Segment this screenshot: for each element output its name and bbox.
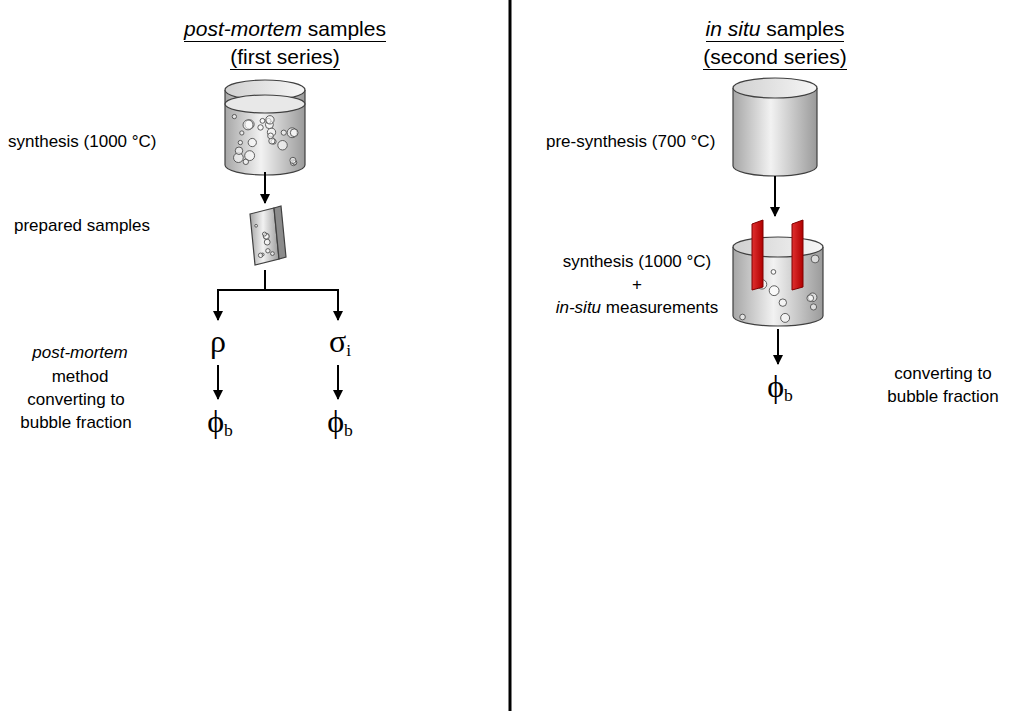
flow-arrows <box>775 176 778 364</box>
label-text: converting to <box>894 364 991 383</box>
step-label: prepared samples <box>14 217 150 236</box>
label-text: post-mortem <box>32 343 127 362</box>
label-text: converting to <box>27 390 124 409</box>
quantity-symbol: ρ <box>210 324 226 359</box>
heading-word: (first series) <box>230 45 340 68</box>
pre-synthesis-crucible <box>733 78 817 176</box>
symbol: σ <box>329 323 346 359</box>
subscript: b <box>784 385 793 405</box>
heading-word: (second series) <box>703 45 847 68</box>
label-text: prepared samples <box>14 216 150 235</box>
heading-word: in situ <box>706 17 761 40</box>
symbol: ϕ <box>767 368 784 404</box>
column-heading: post-mortem samples <box>184 18 386 41</box>
column-heading: (first series) <box>230 46 340 69</box>
step-label: + <box>632 276 642 295</box>
symbol: ϕ <box>327 403 344 439</box>
step-label: in-situ measurements <box>556 299 719 318</box>
step-label: method <box>52 368 109 387</box>
label-text: pre-synthesis (700 °C) <box>546 132 715 151</box>
subscript: b <box>224 420 233 440</box>
label-text: method <box>52 367 109 386</box>
label-text: synthesis (1000 °C) <box>563 252 712 271</box>
label-text: in-situ <box>556 298 601 317</box>
step-label: synthesis (1000 °C) <box>8 133 157 152</box>
label-text: measurements <box>606 298 718 317</box>
step-label: post-mortem <box>32 344 127 363</box>
step-label: synthesis (1000 °C) <box>563 253 712 272</box>
quantity-symbol: σi <box>329 324 351 361</box>
flow-arrows <box>217 172 339 399</box>
heading-word: samples <box>308 17 386 40</box>
subscript: i <box>346 340 351 360</box>
subscript: b <box>344 420 353 440</box>
heading-word: post-mortem <box>184 17 302 40</box>
label-text: bubble fraction <box>887 387 999 406</box>
label-text: + <box>632 275 642 294</box>
step-label: pre-synthesis (700 °C) <box>546 133 715 152</box>
symbol: ϕ <box>207 403 224 439</box>
symbol: ρ <box>210 323 226 359</box>
label-text: synthesis (1000 °C) <box>8 132 157 151</box>
divider-line <box>509 0 512 711</box>
step-label: converting to <box>27 391 124 410</box>
label-text: bubble fraction <box>20 413 132 432</box>
sample-slab <box>250 206 286 265</box>
quantity-symbol: ϕb <box>207 404 233 441</box>
column-heading: in situsamples <box>706 18 845 41</box>
heading-word: samples <box>766 17 844 40</box>
step-label: bubble fraction <box>887 388 999 407</box>
quantity-symbol: ϕb <box>327 404 353 441</box>
column-heading: (second series) <box>703 46 847 69</box>
step-label: bubble fraction <box>20 414 132 433</box>
in-situ-crucible <box>733 220 823 326</box>
quantity-symbol: ϕb <box>767 369 793 406</box>
crucible-melt <box>225 80 305 175</box>
step-label: converting to <box>894 365 991 384</box>
